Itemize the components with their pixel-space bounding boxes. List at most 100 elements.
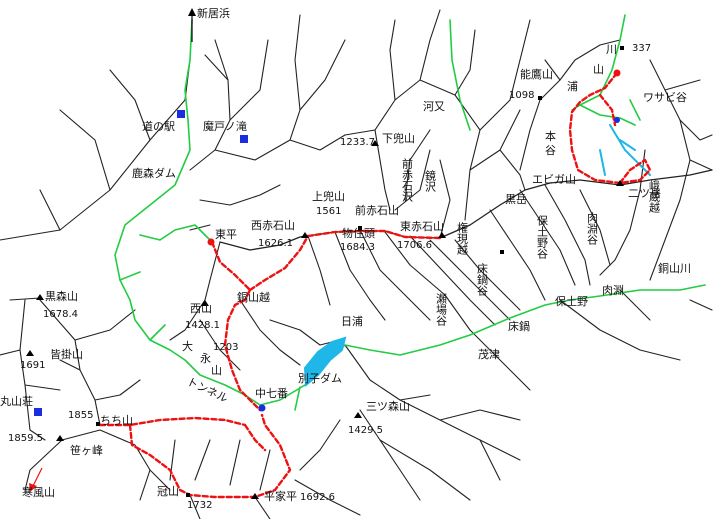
- label-vert-maeakaishi: 前赤石沢: [401, 157, 414, 203]
- label-ura-char: 浦: [567, 80, 578, 93]
- label-douzan-kawa: 銅山川: [658, 261, 691, 275]
- elev-sasaga: 1859.5: [8, 433, 43, 444]
- besshi-dam-lake: [303, 336, 347, 388]
- label-douzan-goe: 銅山越: [237, 290, 270, 304]
- vertical-labels: 権現越 床鍋谷 瀬場谷 鏡沢 前赤石沢 保土野谷 肉淵谷 峨蔵越: [401, 157, 661, 327]
- label-vert-nibuchi: 肉淵谷: [586, 212, 599, 246]
- elev-nishi-akaishi: 1626.1: [258, 238, 293, 249]
- label-futatsu-dake: 二ツ岳: [628, 187, 661, 200]
- elev-kawayama: 337: [632, 43, 651, 54]
- makado-falls-marker: [240, 135, 248, 143]
- label-kanpuu-zan: 寒風山: [22, 485, 55, 499]
- water-features: [599, 124, 651, 176]
- label-vert-seba: 瀬場谷: [435, 292, 448, 327]
- label-mitsumori-yama: 三ツ森山: [366, 399, 410, 413]
- elev-1203: 1203: [213, 342, 238, 353]
- urayama-trailhead: [613, 69, 621, 77]
- point-busshutouzu-icon: [358, 226, 362, 230]
- label-vert-gankou: 峨蔵越: [648, 180, 661, 214]
- summit-shimo-kabuto-icon: [371, 140, 379, 146]
- label-tokonabe: 床鍋: [508, 319, 530, 333]
- kanpuu-direction-arrow-icon: [31, 467, 43, 489]
- summit-kaigake-icon: [26, 350, 34, 356]
- label-dai-char: 大: [182, 339, 193, 353]
- label-heike-dai: 平家平: [264, 489, 297, 503]
- label-kaigake-yama: 皆掛山: [50, 347, 83, 361]
- label-besshi-dam: 別子ダム: [298, 371, 342, 385]
- point-chichi-icon: [96, 422, 100, 426]
- label-yama-char: 山: [593, 63, 604, 76]
- naka-shichiban-trailhead: [258, 404, 266, 412]
- label-kami-kabuto: 上兜山: [312, 189, 345, 203]
- label-e-tunnel: 永: [200, 351, 211, 365]
- elev-nosaka: 1098: [509, 90, 534, 101]
- summit-sasaga-icon: [56, 435, 64, 441]
- label-maruyama-so: 丸山荘: [0, 395, 33, 408]
- markers: [26, 8, 624, 499]
- label-hiura: 日浦: [341, 315, 363, 328]
- label-vert-ken: 権現越: [456, 221, 469, 256]
- label-hon-char: 本: [545, 129, 556, 143]
- label-wasabi-dani: ワサビ谷: [643, 91, 687, 104]
- label-mototsu: 茂津: [478, 347, 500, 361]
- label-higashi-hira: 東平: [215, 228, 237, 241]
- elev-busshutouzu: 1684.3: [340, 242, 375, 253]
- elev-chichi: 1855: [68, 410, 93, 421]
- label-hotono: 保土野: [555, 294, 588, 308]
- elev-mitsumori: 1429.5: [348, 425, 383, 436]
- label-niihama: 新居浜: [197, 6, 230, 20]
- elev-shimo-kabuto: 1233.7: [340, 137, 375, 148]
- summit-nishi-yama-icon: [201, 300, 209, 306]
- label-higashi-akaishi: 東赤石山: [400, 220, 444, 233]
- label-mae-akaishi: 前赤石山: [355, 203, 399, 217]
- label-tani-char: 谷: [545, 144, 556, 157]
- urayama-blue-point: [614, 117, 620, 123]
- label-chichi-yama: ちち山: [100, 414, 133, 427]
- label-nibuchi: 肉淵: [602, 284, 624, 297]
- point-kawayama-icon: [620, 46, 624, 50]
- summit-heike-icon: [251, 493, 259, 499]
- label-nishi-yama: 西山: [190, 302, 212, 315]
- elev-kami-kabuto: 1561: [316, 206, 341, 217]
- label-michinoeki: 道の駅: [142, 119, 175, 133]
- label-makado-falls: 魔戸ノ滝: [203, 119, 247, 133]
- higashi-hira-trailhead: [207, 238, 215, 246]
- point-mototsu-icon: [500, 250, 504, 254]
- summit-kuromori-icon: [36, 294, 44, 300]
- elev-kaigake: 1691: [20, 360, 45, 371]
- elev-higashi-akaishi: 1706.6: [397, 240, 432, 251]
- maruyama-so-marker: [34, 408, 42, 416]
- summit-nishi-akaishi-icon: [301, 232, 309, 238]
- label-shikamori-dam: 鹿森ダム: [132, 166, 176, 180]
- label-nosaka-yama: 能鷹山: [520, 67, 553, 81]
- label-kawayama: 川: [606, 43, 617, 56]
- elev-nishi-yama: 1428.1: [185, 320, 220, 331]
- label-kawamata: 河又: [423, 100, 445, 113]
- label-busshutouzu: 物住頭: [342, 226, 375, 240]
- label-mountain-char: 山: [211, 364, 222, 377]
- summit-mitsumori-icon: [354, 412, 362, 418]
- point-kanmuri-icon: [186, 493, 190, 497]
- label-sasaga-mine: 笹ヶ峰: [70, 444, 103, 457]
- elev-kuromori: 1678.4: [43, 309, 78, 320]
- river-network: [0, 9, 713, 519]
- michinoeki-marker: [177, 110, 185, 118]
- label-vert-hotono: 保土野谷: [536, 214, 549, 260]
- point-nosaka-icon: [538, 96, 542, 100]
- label-kuro-dake: 黒岳: [505, 193, 527, 206]
- elev-kanmuri: 1732: [187, 500, 212, 511]
- label-ebiga-yama: エビガ山: [532, 173, 576, 186]
- place-labels: 新居浜 道の駅 魔戸ノ滝 鹿森ダム 能鷹山 1098 川 337 山 浦 ワサビ…: [0, 6, 691, 511]
- label-nishi-akaishi: 西赤石山: [251, 219, 295, 232]
- label-vert-kyou: 鏡沢: [424, 169, 437, 193]
- label-kuromori-yama: 黒森山: [45, 289, 78, 303]
- elev-heike: 1692.6: [300, 492, 335, 503]
- label-naka-shichiban: 中七番: [255, 387, 288, 400]
- label-kanmuri-yama: 冠山: [157, 485, 179, 498]
- summit-futatsu-dake-icon: [616, 180, 624, 186]
- label-shimo-kabuto: 下兜山: [382, 131, 415, 145]
- label-vert-toko: 床鍋谷: [476, 262, 489, 297]
- summit-higashi-akaishi-icon: [438, 232, 446, 238]
